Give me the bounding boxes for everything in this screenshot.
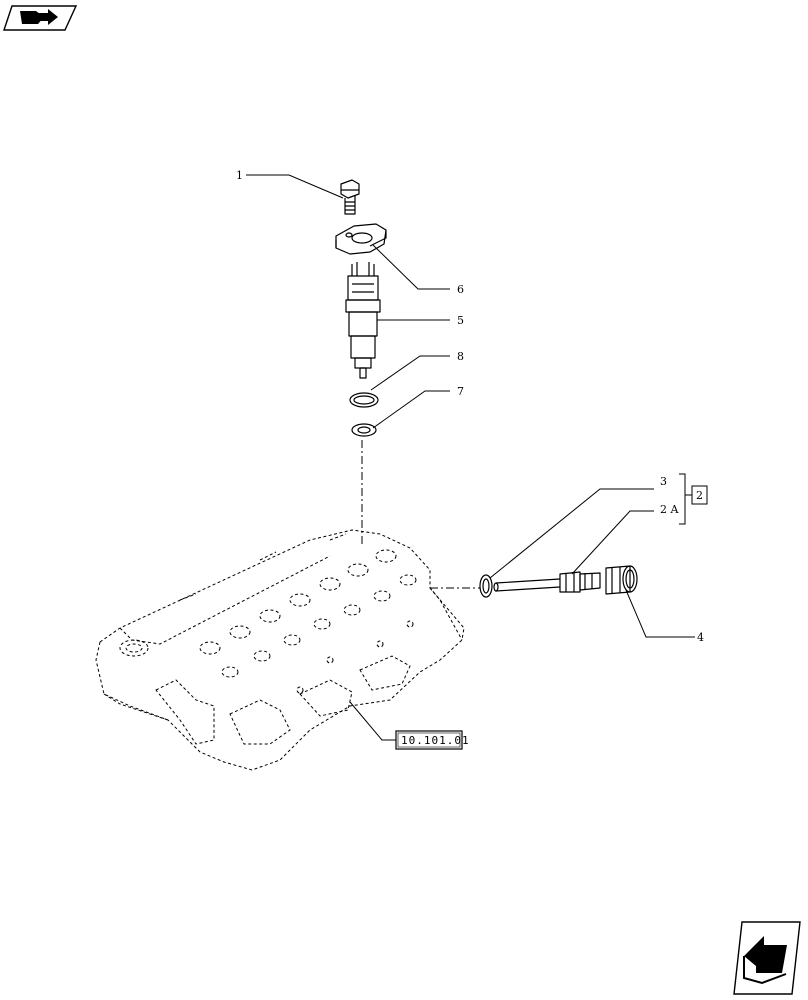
section-reference-box[interactable]: 10.101.01 <box>395 730 470 750</box>
callout-8: 8 <box>457 350 464 363</box>
callout-3: 3 <box>660 475 667 488</box>
o-ring-part[interactable] <box>349 392 379 408</box>
cylinder-head-phantom <box>95 529 465 771</box>
group-reference-box[interactable]: 2 <box>691 485 708 505</box>
connector-nut-part[interactable] <box>605 565 638 595</box>
group-reference-label: 2 <box>696 489 703 502</box>
fuel-connector-tube-part[interactable] <box>493 571 601 593</box>
sealing-washer-part[interactable] <box>351 423 377 437</box>
callout-2a: 2 A <box>660 503 679 516</box>
section-reference-label: 10.101.01 <box>401 734 470 747</box>
callout-1: 1 <box>236 169 243 182</box>
callout-5: 5 <box>457 314 464 327</box>
book-arrow-icon[interactable] <box>3 5 78 31</box>
previous-page-arrow-icon[interactable] <box>733 921 801 995</box>
callout-7: 7 <box>457 385 464 398</box>
leader-lines <box>246 174 695 741</box>
callout-6: 6 <box>457 283 464 296</box>
clamp-part[interactable] <box>335 223 387 255</box>
injector-part[interactable] <box>345 262 381 379</box>
callout-4: 4 <box>697 631 704 644</box>
bolt-part[interactable] <box>340 179 360 215</box>
tube-seal-part[interactable] <box>479 574 493 598</box>
